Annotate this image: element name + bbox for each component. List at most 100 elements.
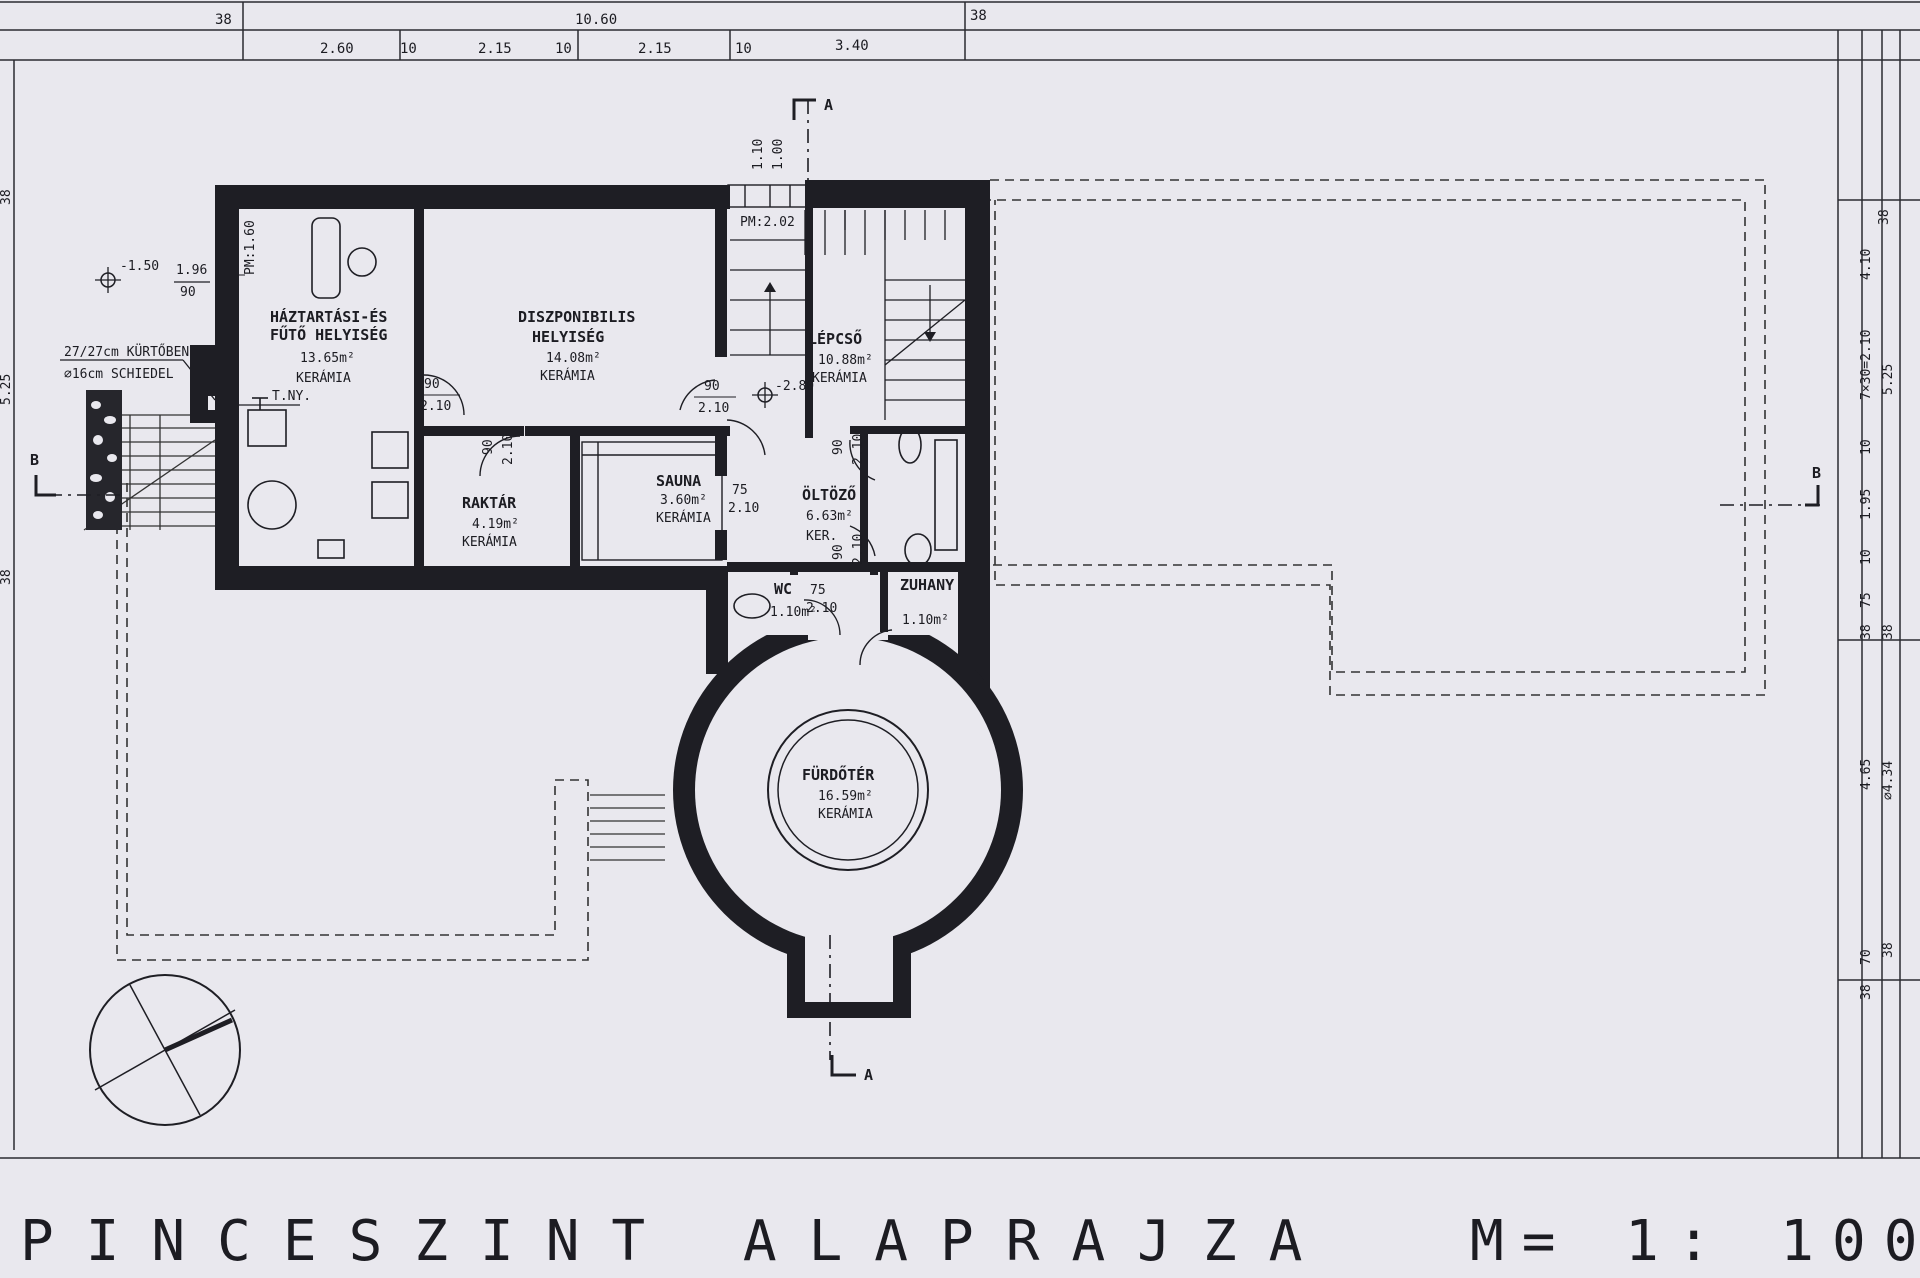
dim-right-6: 1.95 bbox=[1859, 489, 1874, 520]
room-wc-name: WC bbox=[774, 580, 792, 598]
corridor-wall-left bbox=[706, 575, 728, 655]
section-label-b-left: B bbox=[30, 451, 39, 469]
room-diszponibilis: DISZPONIBILIS HELYISÉG 14.08m² KERÁMIA bbox=[518, 308, 635, 384]
dim-overall: 10.60 bbox=[575, 12, 617, 28]
door7-width: 75 bbox=[810, 583, 826, 598]
stair-top-1: 1.10 bbox=[751, 139, 766, 170]
dim-left-2: 5.25 bbox=[0, 374, 14, 405]
room-lepcso-name: LÉPCSŐ bbox=[808, 328, 862, 348]
door3-width: 90 bbox=[481, 439, 496, 455]
sauna-benches bbox=[581, 441, 723, 561]
room-disz-area: 14.08m² bbox=[546, 351, 601, 366]
stone-retaining-wall bbox=[86, 390, 122, 530]
tank-icon bbox=[247, 480, 297, 530]
room-haztartasi-name2: FŰTŐ HELYISÉG bbox=[270, 324, 387, 344]
bathtub-icon bbox=[311, 217, 341, 299]
room-sauna: SAUNA 3.60m² KERÁMIA bbox=[656, 472, 711, 526]
room-disz-floor: KERÁMIA bbox=[540, 368, 595, 384]
room-furdoter-name: FÜRDŐTÉR bbox=[802, 764, 875, 784]
dim-right-2: 4.10 bbox=[1859, 249, 1874, 280]
level-ratio-bottom: 90 bbox=[180, 285, 196, 300]
pm-left: PM:1.60 bbox=[243, 220, 258, 275]
level-ratio-top: 1.96 bbox=[176, 263, 207, 278]
room-raktar-name: RAKTÁR bbox=[462, 493, 517, 512]
dim-right-14: 38 bbox=[1881, 942, 1896, 958]
door5-width: 75 bbox=[732, 483, 748, 498]
bench-icon bbox=[934, 439, 958, 551]
door7-height: 2.10 bbox=[806, 601, 837, 616]
door4-height: 2.10 bbox=[851, 434, 866, 465]
dim-seg-2: 10 bbox=[400, 41, 417, 57]
room-raktar-area: 4.19m² bbox=[472, 517, 519, 532]
room-sauna-floor: KERÁMIA bbox=[656, 510, 711, 526]
room-oltozo-floor: KER. bbox=[806, 529, 837, 544]
section-arrow-b-right bbox=[1805, 485, 1820, 507]
room-furdoter-area: 16.59m² bbox=[818, 789, 873, 804]
door2-width: 90 bbox=[704, 379, 720, 394]
room-sauna-name: SAUNA bbox=[656, 472, 701, 490]
door3-height: 2.10 bbox=[501, 434, 516, 465]
dim-right-10: 38 bbox=[1881, 624, 1896, 640]
dim-right-1: 38 bbox=[1877, 209, 1892, 225]
drawing-title: PINCESZINT ALAPRAJZA bbox=[20, 1209, 1334, 1274]
door2-height: 2.10 bbox=[698, 401, 729, 416]
room-oltozo-area: 6.63m² bbox=[806, 509, 853, 524]
room-raktar-floor: KERÁMIA bbox=[462, 534, 517, 550]
door5-height: 2.10 bbox=[728, 501, 759, 516]
section-label-b-right: B bbox=[1812, 464, 1821, 482]
section-label-a-bottom: A bbox=[864, 1066, 873, 1084]
dim-wall-left: 38 bbox=[215, 12, 232, 28]
dim-right-9: 38 bbox=[1859, 624, 1874, 640]
room-haztartasi-name1: HÁZTARTÁSI-ÉS bbox=[270, 307, 387, 326]
section-line-b bbox=[48, 494, 1820, 506]
door6-width: 90 bbox=[831, 544, 846, 560]
dim-seg-3: 2.15 bbox=[478, 41, 512, 57]
dim-right-8: 75 bbox=[1859, 592, 1874, 608]
urinal-icon bbox=[898, 426, 922, 464]
room-raktar: RAKTÁR 4.19m² KERÁMIA bbox=[462, 493, 519, 550]
room-furdoter: FÜRDŐTÉR 16.59m² KERÁMIA bbox=[802, 764, 875, 822]
section-arrow-a-bottom bbox=[830, 1055, 856, 1077]
corridor-wall-right bbox=[960, 575, 988, 670]
dashed-steps bbox=[590, 794, 665, 861]
door6-height: 2.10 bbox=[851, 534, 866, 565]
pm-stair: PM:2.02 bbox=[740, 215, 795, 230]
stair-top-2: 1.00 bbox=[771, 139, 786, 170]
room-haztartasi-floor: KERÁMIA bbox=[296, 370, 351, 386]
chimney-label-1: 27/27cm KÜRTŐBEN bbox=[64, 343, 189, 360]
chimney-tny: T.NY. bbox=[272, 389, 311, 404]
room-disz-name2: HELYISÉG bbox=[532, 327, 604, 346]
stair-top-opening bbox=[727, 184, 807, 208]
dryer-icon bbox=[371, 481, 409, 519]
dim-seg-7: 3.40 bbox=[835, 38, 869, 54]
dim-left-3: 38 bbox=[0, 569, 14, 585]
dim-right-7: 10 bbox=[1859, 549, 1874, 565]
door4-width: 90 bbox=[831, 439, 846, 455]
room-zuhany-area: 1.10m² bbox=[902, 613, 949, 628]
dim-seg-5: 2.15 bbox=[638, 41, 672, 57]
room-zuhany: ZUHANY 1.10m² bbox=[900, 576, 954, 628]
dim-wall-right: 38 bbox=[970, 8, 987, 24]
level-ext: -1.50 bbox=[120, 259, 159, 274]
circular-bath-room bbox=[673, 600, 1023, 1018]
door1-height: 2.10 bbox=[420, 399, 451, 414]
top-dimensions: 38 10.60 38 2.60 10 2.15 10 2.15 10 3.40 bbox=[215, 8, 987, 57]
room-furdoter-floor: KERÁMIA bbox=[818, 806, 873, 822]
exterior-stairs-left bbox=[83, 414, 218, 531]
wc-partition bbox=[728, 562, 878, 570]
section-arrow-b-left bbox=[34, 475, 56, 497]
sheet-frame bbox=[0, 1, 1920, 1159]
room-zuhany-name: ZUHANY bbox=[900, 576, 954, 594]
washbasin-icon bbox=[347, 247, 377, 277]
room-oltozo: ÖLTÖZŐ 6.63m² KER. bbox=[802, 484, 856, 544]
zuhany-partition bbox=[880, 572, 888, 632]
door-labels: 90 2.10 90 2.10 90 2.10 90 2.10 75 2.10 … bbox=[418, 377, 866, 616]
room-wc: WC 1.10m² bbox=[770, 580, 817, 620]
dim-right-12: ∅4.34 bbox=[1881, 761, 1896, 800]
section-arrow-a-top bbox=[792, 98, 816, 120]
level-markers bbox=[95, 267, 778, 408]
dim-right-15: 38 bbox=[1859, 984, 1874, 1000]
stair-up-arrow bbox=[764, 282, 776, 292]
dim-right-11: 4.65 bbox=[1859, 759, 1874, 790]
section-label-a-top: A bbox=[824, 96, 833, 114]
